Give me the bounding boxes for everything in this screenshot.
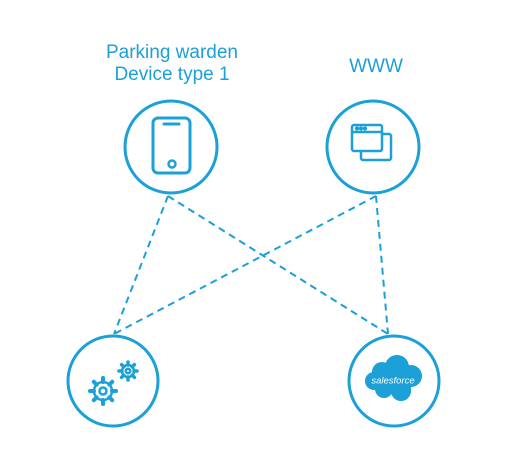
connector-device-gears [113, 195, 169, 335]
gears-node[interactable] [66, 334, 160, 428]
connector-www-gears [113, 195, 377, 335]
gears-icon [88, 360, 139, 406]
device-node[interactable] [123, 99, 219, 195]
www-label: WWW [349, 56, 403, 77]
salesforce-logo-text: salesforce [371, 376, 414, 387]
tablet-icon [151, 116, 192, 175]
device-label-line1: Parking warden [105, 42, 239, 63]
device-label: Parking warden Device type 1 [92, 42, 252, 86]
connector-www-salesforce [375, 195, 389, 335]
salesforce-node[interactable]: salesforce [347, 334, 441, 428]
device-label-line2: Device type 1 [114, 64, 230, 85]
www-node[interactable] [325, 99, 421, 195]
browser-windows-icon [350, 123, 393, 162]
connector-device-salesforce [167, 195, 389, 335]
salesforce-cloud-icon: salesforce [365, 355, 422, 401]
